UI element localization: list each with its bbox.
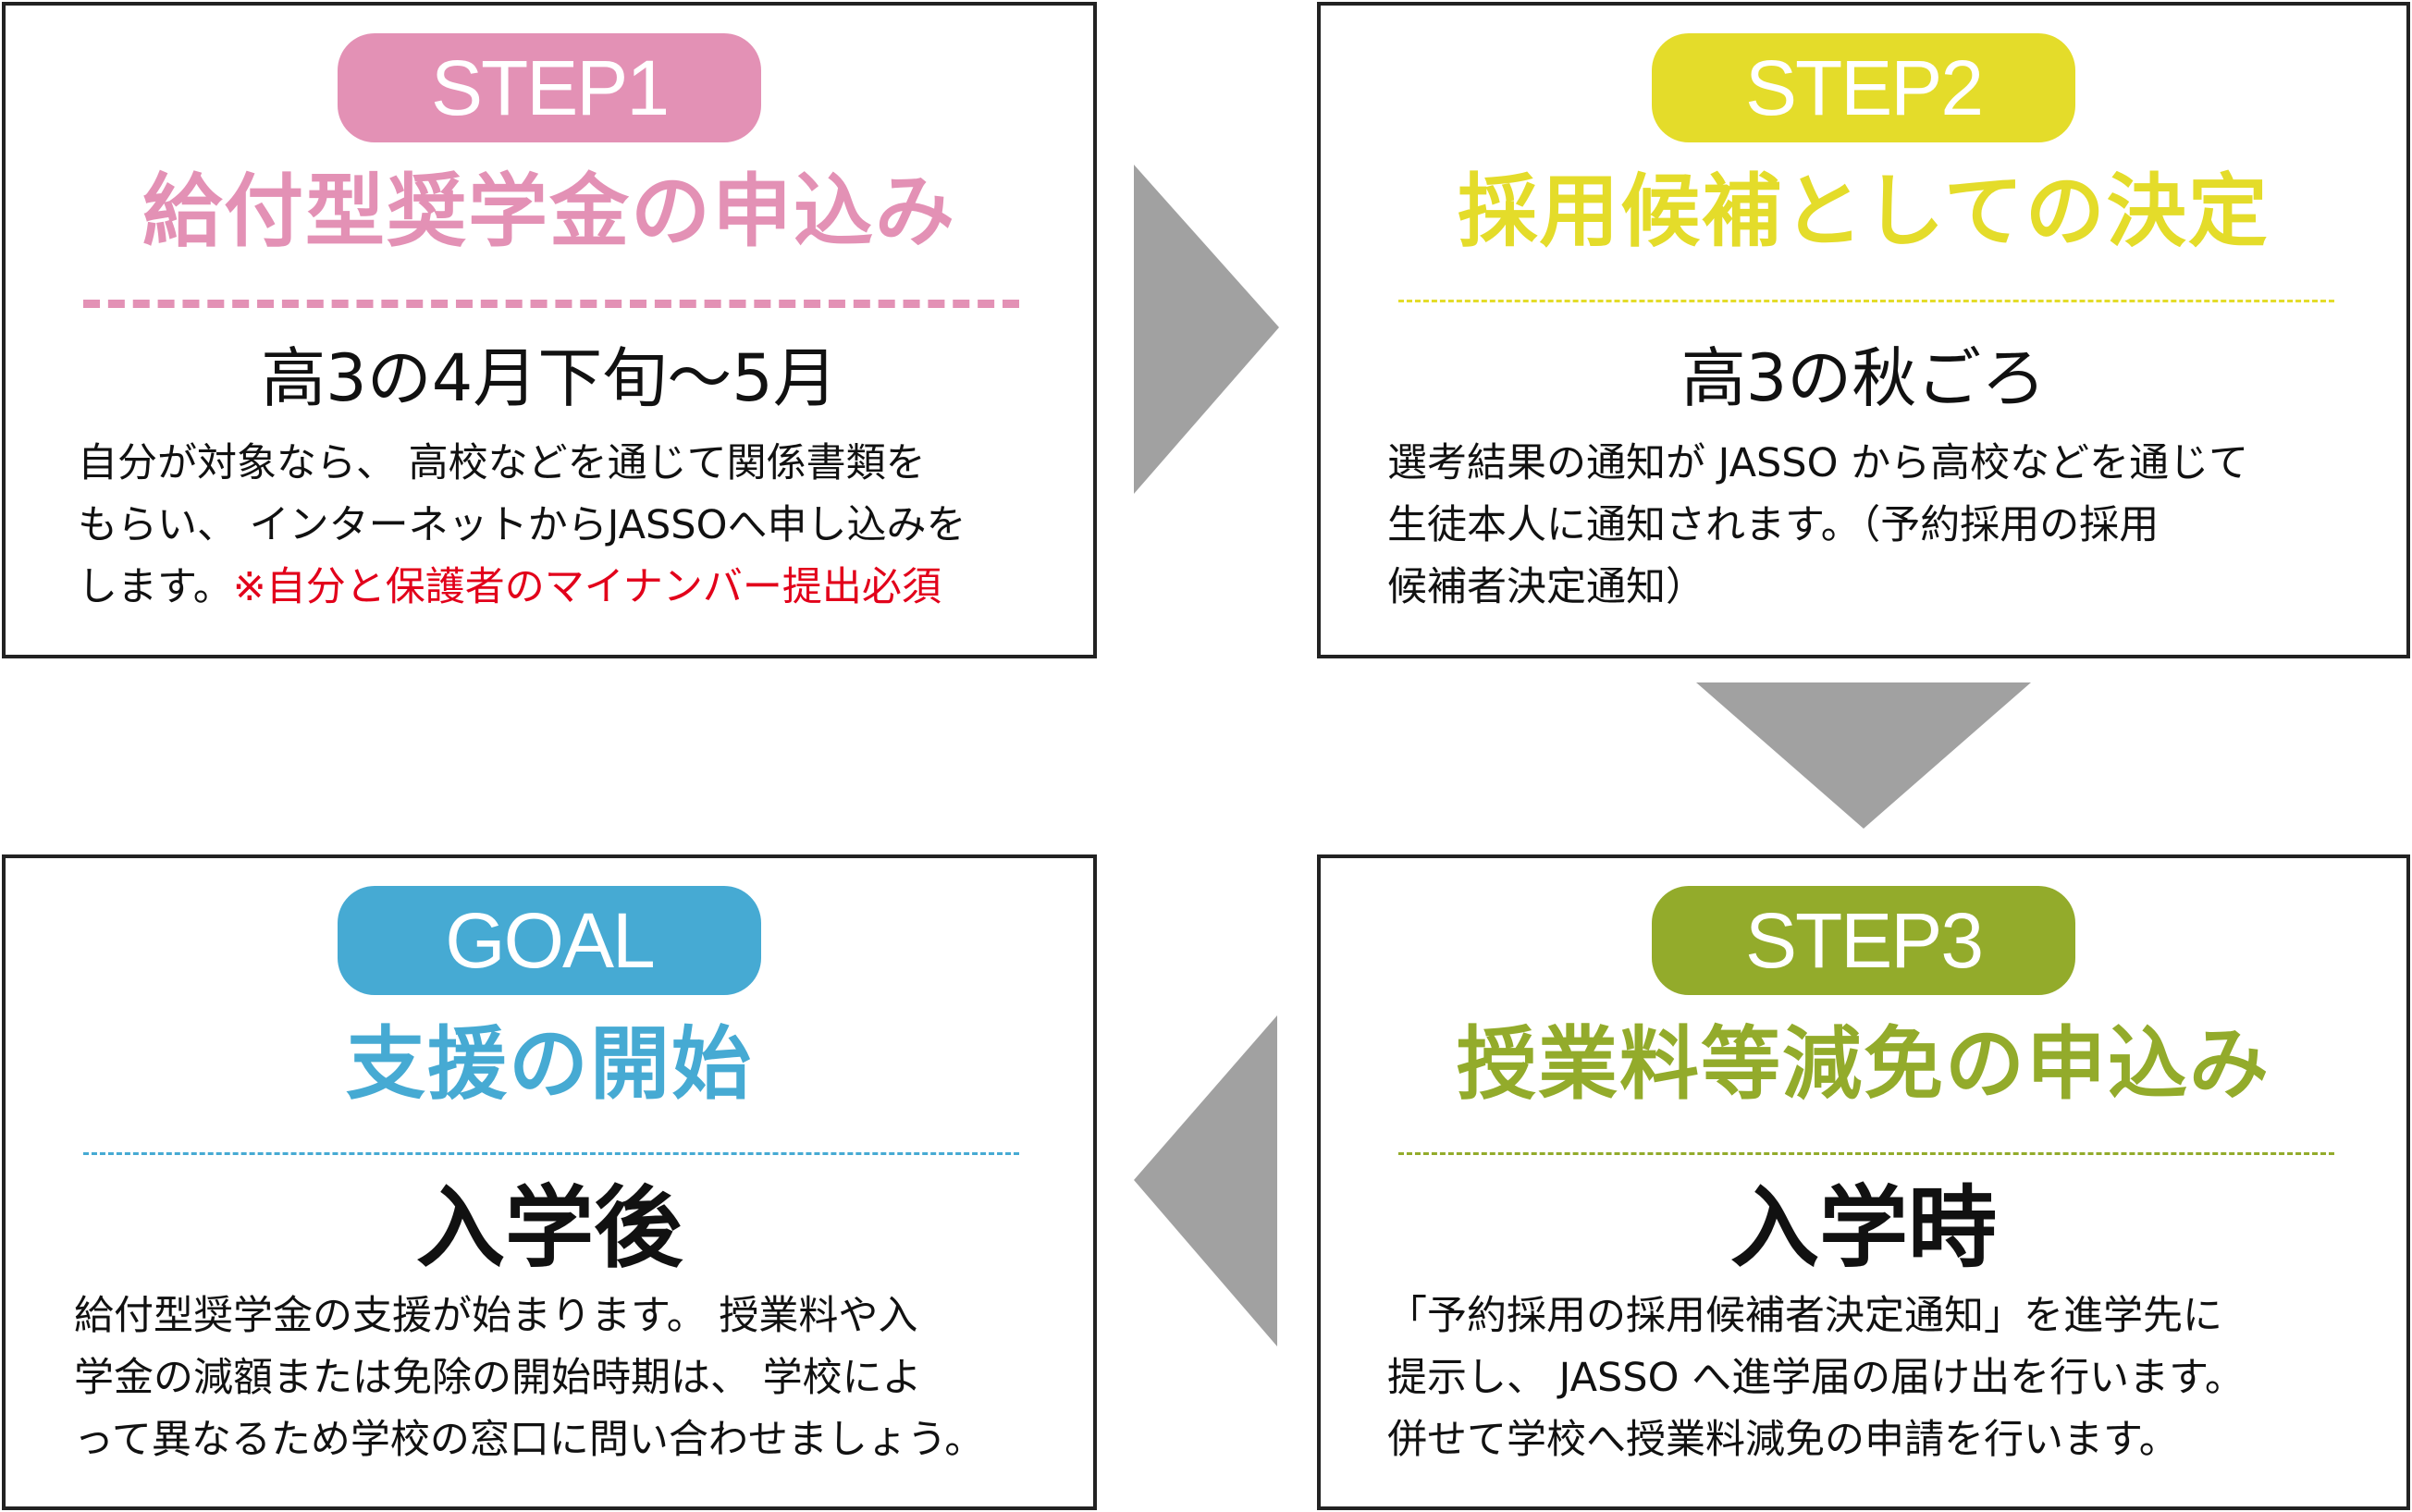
step3-subtitle: 入学時 [1730, 1176, 1997, 1280]
step3-title: 授業料等減免の申込み [1457, 1018, 2270, 1111]
step3-box: STEP3 授業料等減免の申込み 入学時 「予約採用の採用候補者決定通知」を進学… [1317, 854, 2410, 1510]
step3-badge: STEP3 [1652, 886, 2075, 995]
step3-divider [1398, 1152, 2334, 1155]
step2-desc-line-3: 候補者決定通知） [1387, 564, 1705, 610]
goal-description: 給付型奨学金の支援が始まります。 授業料や入 学金の減額または免除の開始時期は、… [74, 1285, 1060, 1471]
step1-subtitle: 高3の4月下旬〜5月 [261, 340, 838, 416]
step1-desc-line-1: 自分が対象なら、 高校などを通じて関係書類を [78, 440, 926, 486]
step2-subtitle: 高3の秋ごろ [1680, 340, 2047, 416]
step3-desc-line-1: 「予約採用の採用候補者決定通知」を進学先に [1387, 1293, 2222, 1339]
step1-title: 給付型奨学金の申込み [142, 166, 956, 258]
step2-description: 選考結果の通知が JASSO から高校などを通じて 生徒本人に通知されます。（予… [1387, 433, 2373, 619]
step2-title: 採用候補としての決定 [1458, 166, 2270, 258]
goal-desc-line-1: 給付型奨学金の支援が始まります。 授業料や入 [74, 1293, 918, 1339]
step1-description: 自分が対象なら、 高校などを通じて関係書類を もらい、 インターネットからJAS… [78, 433, 1060, 619]
triangle-right-arrow [1134, 165, 1279, 494]
step2-divider [1398, 300, 2334, 302]
step3-desc-line-2: 提示し、 JASSO へ進学届の届け出を行います。 [1387, 1355, 2245, 1401]
step2-box: STEP2 採用候補としての決定 高3の秋ごろ 選考結果の通知が JASSO か… [1317, 2, 2410, 658]
triangle-left-arrow [1134, 1015, 1277, 1346]
step3-description: 「予約採用の採用候補者決定通知」を進学先に 提示し、 JASSO へ進学届の届け… [1387, 1285, 2373, 1471]
step1-badge: STEP1 [338, 33, 761, 142]
goal-subtitle: 入学後 [416, 1176, 683, 1280]
goal-desc-line-3: って異なるため学校の窓口に問い合わせましょう。 [74, 1417, 985, 1463]
step2-desc-line-2: 生徒本人に通知されます。（予約採用の採用 [1387, 502, 2160, 548]
step1-divider [83, 300, 1019, 308]
step1-desc-line-3-text: します。 [78, 564, 233, 610]
triangle-down-arrow [1696, 682, 2031, 829]
step2-badge: STEP2 [1652, 33, 2075, 142]
goal-desc-line-2: 学金の減額または免除の開始時期は、 学校によ [74, 1355, 922, 1401]
step1-required-note: ※自分と保護者のマイナンバー提出必須 [232, 564, 941, 610]
step1-desc-line-2: もらい、 インターネットからJASSOへ申し込みを [78, 502, 966, 548]
goal-box: GOAL 支援の開始 入学後 給付型奨学金の支援が始まります。 授業料や入 学金… [2, 854, 1097, 1510]
step1-box: STEP1 給付型奨学金の申込み 高3の4月下旬〜5月 自分が対象なら、 高校な… [2, 2, 1097, 658]
step3-desc-line-3: 併せて学校へ授業料減免の申請を行います。 [1387, 1417, 2179, 1463]
goal-divider [83, 1152, 1019, 1155]
goal-badge: GOAL [338, 886, 761, 995]
goal-title: 支援の開始 [346, 1018, 753, 1111]
step1-desc-line-3: します。※自分と保護者のマイナンバー提出必須 [78, 557, 1060, 619]
step2-desc-line-1: 選考結果の通知が JASSO から高校などを通じて [1387, 440, 2249, 486]
